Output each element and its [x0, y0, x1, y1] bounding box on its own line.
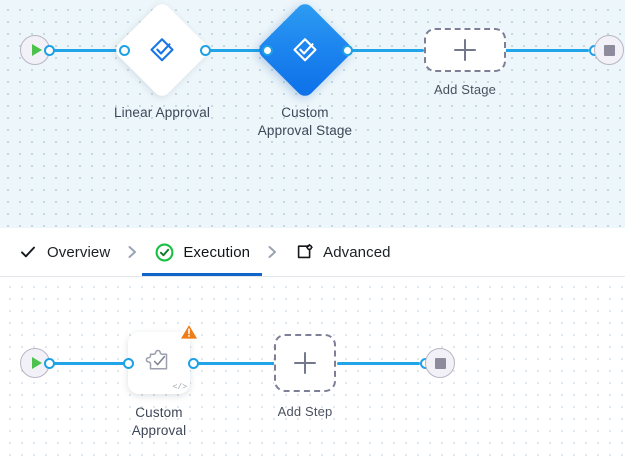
- stage-start-node[interactable]: [20, 35, 50, 65]
- step-flow-canvas[interactable]: </> Custom Approval Add Step: [0, 277, 625, 461]
- plus-icon: [294, 352, 316, 374]
- step-end-node[interactable]: [425, 348, 455, 378]
- edge-custom-stage-to-add-stage: [342, 49, 424, 52]
- approval-stamp-icon: [289, 34, 321, 66]
- stage-node-custom-approval-stage[interactable]: [255, 0, 355, 100]
- port-linear-approval-out[interactable]: [200, 45, 211, 56]
- step-label-custom-approval: Custom Approval: [131, 405, 187, 438]
- port-stage-start-out[interactable]: [44, 45, 55, 56]
- play-icon: [31, 357, 42, 369]
- tab-execution-label: Execution: [183, 243, 251, 261]
- custom-approval-script-icon: [144, 346, 174, 381]
- chevron-right-icon: [114, 244, 150, 260]
- edge-linear-approval-to-custom-stage: [200, 49, 278, 52]
- port-linear-approval-in[interactable]: [119, 45, 130, 56]
- port-custom-stage-in[interactable]: [262, 45, 273, 56]
- add-step-label: Add Step: [277, 404, 333, 419]
- port-custom-approval-out[interactable]: [188, 358, 199, 369]
- stage-end-node[interactable]: [594, 35, 624, 65]
- stage-label-custom-approval-stage: Custom Approval Stage: [257, 105, 353, 138]
- stop-icon: [603, 44, 615, 56]
- tab-overview[interactable]: Overview: [14, 228, 114, 276]
- plus-icon: [454, 39, 476, 61]
- tab-advanced[interactable]: Advanced: [290, 228, 395, 276]
- add-stage-label: Add Stage: [433, 82, 497, 97]
- warning-triangle-icon[interactable]: [180, 323, 198, 341]
- edge-add-step-to-step-end: [337, 362, 420, 365]
- port-step-start-out[interactable]: [44, 358, 55, 369]
- play-icon: [31, 44, 42, 56]
- stage-flow-canvas[interactable]: Linear Approval Custom Approval Stage Ad…: [0, 0, 625, 228]
- add-stage-button[interactable]: [424, 28, 506, 72]
- stage-node-linear-approval[interactable]: [112, 0, 212, 100]
- window-gear-icon: [294, 242, 314, 262]
- edge-add-stage-to-end: [505, 49, 589, 52]
- approval-stamp-icon: [146, 34, 178, 66]
- chevron-right-icon: [254, 244, 290, 260]
- add-step-button[interactable]: [274, 334, 336, 392]
- tab-overview-label: Overview: [47, 243, 111, 261]
- stage-label-linear-approval: Linear Approval: [113, 105, 211, 120]
- check-icon: [18, 242, 38, 262]
- tab-execution[interactable]: Execution: [142, 228, 262, 276]
- tab-advanced-label: Advanced: [323, 243, 391, 261]
- port-custom-approval-in[interactable]: [123, 358, 134, 369]
- step-node-custom-approval[interactable]: </>: [128, 325, 197, 394]
- port-custom-stage-out[interactable]: [342, 45, 353, 56]
- edge-step-start-to-custom-approval: [44, 362, 134, 365]
- edge-start-to-linear-approval: [44, 49, 124, 52]
- stop-icon: [434, 357, 446, 369]
- edge-custom-approval-to-add-step: [193, 362, 275, 365]
- check-circle-icon: [154, 242, 174, 262]
- workflow-tab-bar: Overview Execution: [0, 228, 625, 277]
- code-badge-icon: </>: [172, 383, 187, 392]
